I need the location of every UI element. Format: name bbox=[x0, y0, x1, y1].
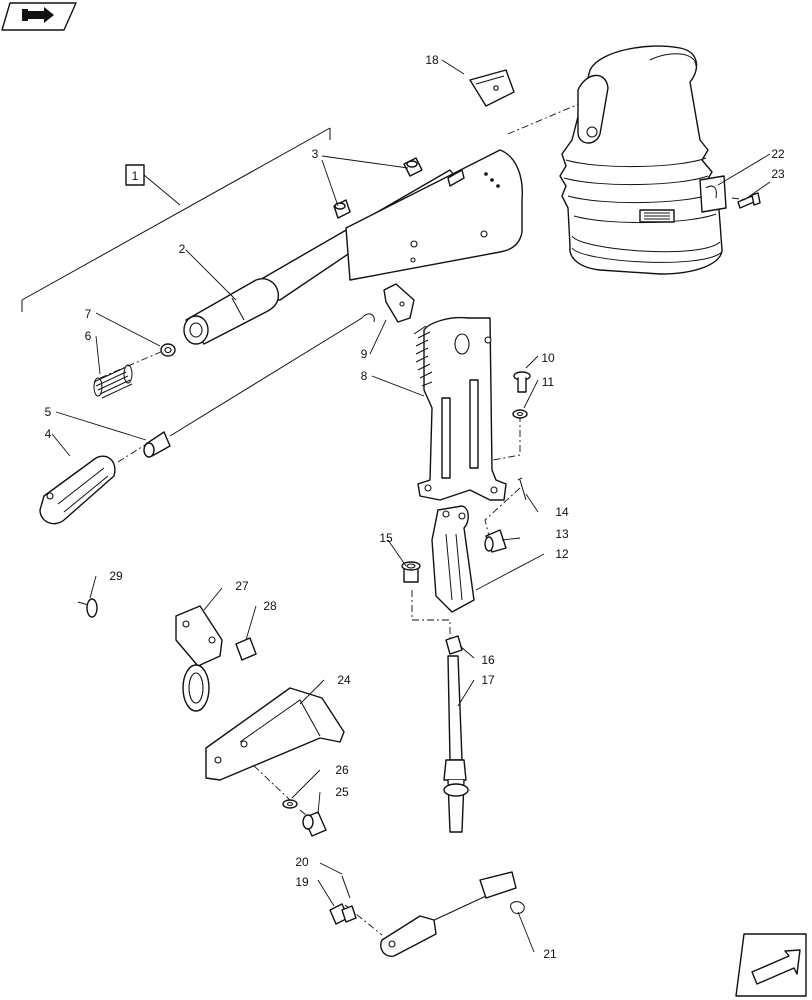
callout-1-text: 1 bbox=[132, 169, 139, 183]
callout-9[interactable]: 9 bbox=[361, 347, 368, 361]
bolt-part-25 bbox=[302, 811, 327, 837]
callout-18[interactable]: 18 bbox=[425, 53, 439, 67]
item-1-box[interactable]: 1 bbox=[125, 164, 145, 186]
leader-1 bbox=[143, 174, 181, 206]
lever-arm-part-2 bbox=[183, 149, 523, 345]
callout-24[interactable]: 24 bbox=[337, 673, 351, 687]
callout-12[interactable]: 12 bbox=[555, 547, 569, 561]
callout-4[interactable]: 4 bbox=[45, 427, 52, 441]
callout-23[interactable]: 23 bbox=[771, 167, 785, 181]
callout-29[interactable]: 29 bbox=[109, 569, 123, 583]
screw-part-10 bbox=[513, 371, 531, 393]
callout-26[interactable]: 26 bbox=[335, 763, 349, 777]
callout-28[interactable]: 28 bbox=[263, 599, 277, 613]
rod-part-5 bbox=[143, 313, 375, 458]
sleeve-pin-part-13 bbox=[484, 529, 507, 553]
cable-part-17 bbox=[380, 655, 642, 957]
callout-13[interactable]: 13 bbox=[555, 527, 569, 541]
bushing-part-15 bbox=[401, 561, 421, 583]
pin-part-20 bbox=[341, 875, 351, 899]
bolt-part-19 bbox=[329, 903, 357, 925]
callout-15[interactable]: 15 bbox=[379, 531, 393, 545]
callout-8[interactable]: 8 bbox=[361, 369, 368, 383]
plate-part-18 bbox=[469, 69, 515, 107]
clip-part-21 bbox=[510, 901, 525, 914]
ratchet-bracket-part-8 bbox=[413, 316, 507, 501]
leader-lines bbox=[51, 59, 771, 953]
callout-7[interactable]: 7 bbox=[85, 307, 92, 321]
callout-22[interactable]: 22 bbox=[771, 147, 785, 161]
pawl-lever-part-12 bbox=[431, 505, 475, 613]
callout-2[interactable]: 2 bbox=[179, 242, 186, 256]
callout-19[interactable]: 19 bbox=[295, 875, 309, 889]
nut-part-16 bbox=[445, 635, 463, 655]
callout-16[interactable]: 16 bbox=[481, 653, 495, 667]
callout-10[interactable]: 10 bbox=[541, 351, 555, 365]
next-page-arrow-icon[interactable] bbox=[735, 933, 807, 997]
clip-part-9 bbox=[383, 283, 415, 323]
bolt-part-28 bbox=[235, 637, 257, 661]
pin-part-14 bbox=[517, 477, 527, 501]
spring-part-6 bbox=[93, 364, 133, 399]
assembly-bracket-line bbox=[21, 127, 331, 312]
washer-part-11 bbox=[512, 409, 528, 419]
callout-17[interactable]: 17 bbox=[481, 673, 495, 687]
stud-part-3-left bbox=[333, 199, 351, 219]
eye-bracket-part-27 bbox=[175, 605, 223, 712]
screw-part-23 bbox=[737, 192, 761, 209]
callout-6[interactable]: 6 bbox=[85, 329, 92, 343]
book-arrow-icon[interactable] bbox=[1, 2, 77, 31]
angle-bracket-part-24 bbox=[205, 687, 345, 781]
callout-5[interactable]: 5 bbox=[45, 405, 52, 419]
thumb-screw-part-29 bbox=[77, 598, 98, 618]
callout-27[interactable]: 27 bbox=[235, 579, 249, 593]
callout-11[interactable]: 11 bbox=[542, 375, 555, 389]
boot-gaiter-part-22 bbox=[559, 45, 727, 275]
callout-20[interactable]: 20 bbox=[295, 855, 309, 869]
washer-part-7 bbox=[160, 343, 176, 357]
callout-25[interactable]: 25 bbox=[335, 785, 349, 799]
stud-part-3-top bbox=[403, 157, 423, 177]
callout-21[interactable]: 21 bbox=[543, 947, 557, 961]
callout-3[interactable]: 3 bbox=[312, 147, 319, 161]
callout-14[interactable]: 14 bbox=[555, 505, 569, 519]
washer-part-26 bbox=[282, 799, 298, 809]
grip-handle-part-4 bbox=[39, 455, 116, 525]
